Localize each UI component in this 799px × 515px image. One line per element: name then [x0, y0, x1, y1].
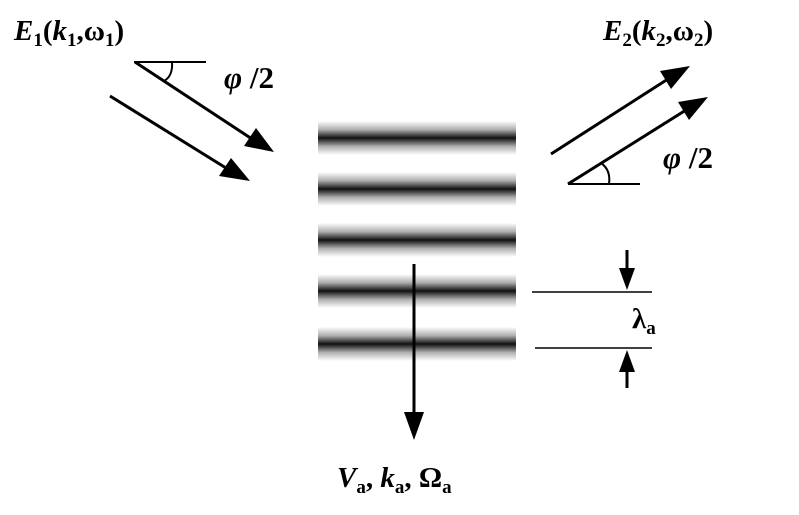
- incident-arrowhead-upper: [244, 128, 274, 152]
- incident-beam-arrows: [109, 60, 274, 181]
- grating-fringe: [318, 274, 516, 308]
- angle-arc-right: [600, 162, 611, 185]
- acoustic-propagation-arrow: [404, 264, 424, 440]
- incident-arrowhead-lower: [219, 158, 250, 181]
- incident-arrow-upper: [134, 60, 253, 141]
- half-angle-right-label: φ /2: [663, 140, 713, 175]
- acoustic-wave-label: Va, ka, Ωa: [337, 462, 452, 498]
- grating-fringe: [318, 223, 516, 257]
- wavelength-dimension: [532, 250, 652, 388]
- diffracted-beam-label: E2(k2,ω2): [602, 15, 713, 51]
- grating: [318, 121, 516, 361]
- grating-fringe: [318, 172, 516, 206]
- grating-fringe: [318, 121, 516, 155]
- diffracted-beam-arrows: [550, 66, 708, 186]
- half-angle-left-construction: [134, 61, 206, 82]
- acoustic-arrowhead: [404, 412, 424, 440]
- diffracted-arrow-lower: [567, 108, 687, 186]
- incident-arrow-lower: [109, 94, 227, 170]
- diffracted-arrow-upper: [550, 77, 669, 156]
- half-angle-right-construction: [568, 162, 640, 185]
- incident-beam-label: E1(k1,ω1): [13, 15, 124, 51]
- angle-arc-left: [163, 61, 174, 82]
- diffracted-arrowhead-upper: [660, 66, 690, 89]
- diffracted-arrowhead-lower: [678, 97, 708, 120]
- half-angle-left-label: φ /2: [224, 60, 274, 95]
- grating-fringe: [318, 327, 516, 361]
- dimension-arrowhead-bottom: [619, 350, 635, 372]
- wavelength-label: λa: [632, 303, 656, 339]
- dimension-arrowhead-top: [619, 268, 635, 290]
